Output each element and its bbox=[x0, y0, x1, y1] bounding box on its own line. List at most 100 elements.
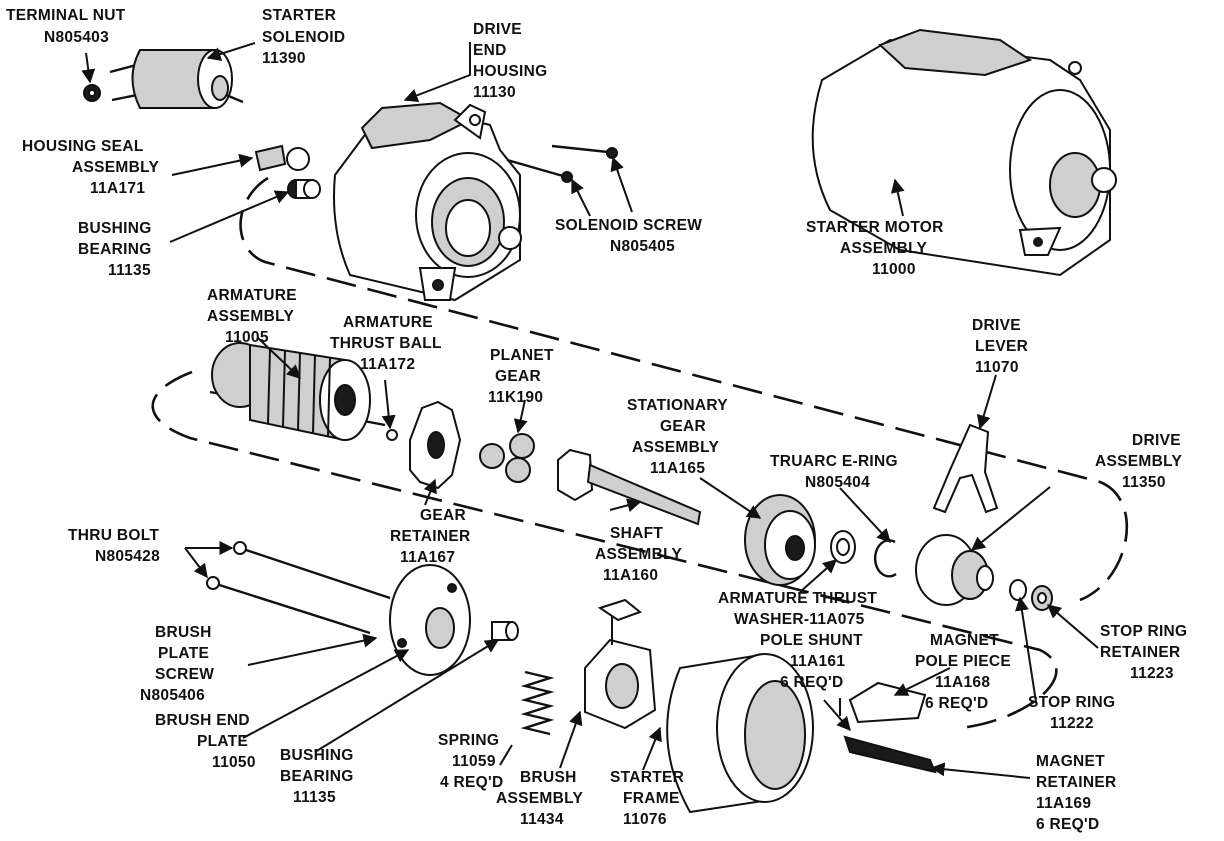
label-armature-thrust-washer: ARMATURE THRUST WASHER-11A075 bbox=[718, 590, 877, 628]
svg-text:POLE PIECE: POLE PIECE bbox=[915, 653, 1011, 670]
svg-text:11005: 11005 bbox=[225, 329, 269, 346]
label-brush-plate-screw: BRUSH PLATE SCREW N805406 bbox=[140, 624, 214, 704]
svg-text:11135: 11135 bbox=[293, 789, 336, 806]
svg-text:11000: 11000 bbox=[872, 261, 916, 278]
svg-text:N805428: N805428 bbox=[95, 548, 160, 565]
svg-text:ASSEMBLY: ASSEMBLY bbox=[1095, 453, 1182, 470]
svg-text:11222: 11222 bbox=[1050, 715, 1094, 732]
svg-text:THRUST BALL: THRUST BALL bbox=[330, 335, 442, 352]
starter-motor-assembly-part bbox=[811, 28, 1117, 277]
svg-text:SPRING: SPRING bbox=[438, 732, 499, 749]
svg-text:11070: 11070 bbox=[975, 359, 1019, 376]
svg-text:ASSEMBLY: ASSEMBLY bbox=[496, 790, 583, 807]
svg-text:ARMATURE: ARMATURE bbox=[207, 287, 297, 304]
svg-text:11223: 11223 bbox=[1130, 665, 1174, 682]
svg-text:11A161: 11A161 bbox=[790, 653, 845, 670]
brush-plate-part bbox=[389, 564, 471, 676]
leader-lines bbox=[81, 42, 1099, 779]
svg-text:ARMATURE THRUST: ARMATURE THRUST bbox=[718, 590, 877, 607]
label-starter-solenoid: STARTER SOLENOID 11390 bbox=[262, 7, 345, 67]
svg-text:11A167: 11A167 bbox=[400, 549, 455, 566]
svg-text:SHAFT: SHAFT bbox=[610, 525, 663, 542]
svg-text:11390: 11390 bbox=[262, 50, 306, 67]
bushing-bearing-top-part bbox=[287, 179, 321, 199]
svg-text:ASSEMBLY: ASSEMBLY bbox=[840, 240, 927, 257]
svg-text:11A169: 11A169 bbox=[1036, 795, 1091, 812]
svg-text:STATIONARY: STATIONARY bbox=[627, 397, 728, 414]
svg-text:ARMATURE: ARMATURE bbox=[343, 314, 433, 331]
terminal-nut-part bbox=[83, 84, 101, 102]
label-magnet-retainer: MAGNET RETAINER 11A169 6 REQ'D bbox=[1036, 753, 1116, 833]
svg-text:THRU BOLT: THRU BOLT bbox=[68, 527, 159, 544]
svg-text:STOP RING: STOP RING bbox=[1100, 623, 1187, 640]
armature-assembly-part bbox=[209, 342, 386, 442]
label-stop-ring-retainer: STOP RING RETAINER 11223 bbox=[1100, 623, 1187, 682]
stop-ring-part bbox=[1009, 579, 1027, 601]
svg-text:6 REQ'D: 6 REQ'D bbox=[1036, 816, 1100, 833]
magnet-retainer-part bbox=[843, 735, 937, 774]
drive-end-housing-part bbox=[333, 101, 522, 302]
svg-text:N805403: N805403 bbox=[44, 29, 109, 46]
svg-text:RETAINER: RETAINER bbox=[1036, 774, 1116, 791]
label-terminal-nut: TERMINAL NUT N805403 bbox=[6, 7, 125, 46]
label-solenoid-screw: SOLENOID SCREW N805405 bbox=[555, 217, 702, 255]
gear-retainer-part bbox=[409, 400, 462, 490]
armature-thrust-washer-part bbox=[830, 530, 856, 564]
bushing-bearing-bottom-part bbox=[491, 621, 519, 641]
svg-text:11A172: 11A172 bbox=[360, 356, 415, 373]
svg-text:11K190: 11K190 bbox=[488, 389, 543, 406]
svg-text:6 REQ'D: 6 REQ'D bbox=[780, 674, 844, 691]
label-stop-ring: STOP RING 11222 bbox=[1028, 694, 1115, 732]
svg-text:MAGNET: MAGNET bbox=[930, 632, 999, 649]
label-starter-motor-assembly: STARTER MOTOR ASSEMBLY 11000 bbox=[806, 219, 944, 278]
svg-text:BUSHING: BUSHING bbox=[78, 220, 152, 237]
label-thru-bolt: THRU BOLT N805428 bbox=[68, 527, 160, 565]
svg-text:11135: 11135 bbox=[108, 262, 151, 279]
svg-text:N805405: N805405 bbox=[610, 238, 675, 255]
svg-text:HOUSING: HOUSING bbox=[473, 63, 547, 80]
label-pole-shunt: POLE SHUNT 11A161 6 REQ'D bbox=[760, 632, 863, 691]
svg-text:ASSEMBLY: ASSEMBLY bbox=[207, 308, 294, 325]
svg-text:LEVER: LEVER bbox=[975, 338, 1028, 355]
label-drive-end-housing: DRIVE END HOUSING 11130 bbox=[473, 21, 547, 101]
starter-frame-part bbox=[666, 653, 814, 814]
label-magnet-pole-piece: MAGNET POLE PIECE 11A168 6 REQ'D bbox=[915, 632, 1011, 712]
label-drive-assembly: DRIVE ASSEMBLY 11350 bbox=[1095, 432, 1182, 491]
label-drive-lever: DRIVE LEVER 11070 bbox=[972, 317, 1028, 376]
svg-text:N805404: N805404 bbox=[805, 474, 870, 491]
svg-text:STOP RING: STOP RING bbox=[1028, 694, 1115, 711]
armature-thrust-ball-part bbox=[386, 429, 398, 441]
svg-text:11050: 11050 bbox=[212, 754, 256, 771]
svg-text:FRAME: FRAME bbox=[623, 790, 680, 807]
svg-text:ASSEMBLY: ASSEMBLY bbox=[72, 159, 159, 176]
svg-text:STARTER MOTOR: STARTER MOTOR bbox=[806, 219, 944, 236]
svg-text:BRUSH: BRUSH bbox=[520, 769, 577, 786]
thru-bolt-part bbox=[206, 541, 391, 635]
brush-assembly-part bbox=[584, 598, 657, 730]
svg-text:BEARING: BEARING bbox=[78, 241, 152, 258]
svg-text:11A168: 11A168 bbox=[935, 674, 990, 691]
svg-text:DRIVE: DRIVE bbox=[473, 21, 522, 38]
drive-assembly-part bbox=[915, 534, 994, 606]
svg-text:TRUARC E-RING: TRUARC E-RING bbox=[770, 453, 898, 470]
label-housing-seal: HOUSING SEAL ASSEMBLY 11A171 bbox=[22, 138, 159, 197]
svg-text:ASSEMBLY: ASSEMBLY bbox=[595, 546, 682, 563]
svg-text:RETAINER: RETAINER bbox=[1100, 644, 1180, 661]
svg-text:DRIVE: DRIVE bbox=[972, 317, 1021, 334]
svg-text:11A171: 11A171 bbox=[90, 180, 145, 197]
svg-text:SOLENOID: SOLENOID bbox=[262, 29, 345, 46]
label-gear-retainer: GEAR RETAINER 11A167 bbox=[390, 507, 470, 566]
label-spring: SPRING 11059 4 REQ'D bbox=[438, 732, 503, 791]
label-stationary-gear-assembly: STATIONARY GEAR ASSEMBLY 11A165 bbox=[627, 397, 728, 477]
svg-text:11076: 11076 bbox=[623, 811, 667, 828]
drive-lever-part bbox=[932, 423, 999, 514]
truarc-e-ring-part bbox=[873, 539, 897, 578]
svg-text:POLE SHUNT: POLE SHUNT bbox=[760, 632, 863, 649]
svg-text:SOLENOID SCREW: SOLENOID SCREW bbox=[555, 217, 702, 234]
magnet-pole-piece-part bbox=[848, 681, 927, 724]
svg-text:11059: 11059 bbox=[452, 753, 496, 770]
housing-seal-part bbox=[254, 144, 310, 172]
stop-ring-retainer-part bbox=[1031, 585, 1053, 611]
label-truarc-e-ring: TRUARC E-RING N805404 bbox=[770, 453, 898, 491]
